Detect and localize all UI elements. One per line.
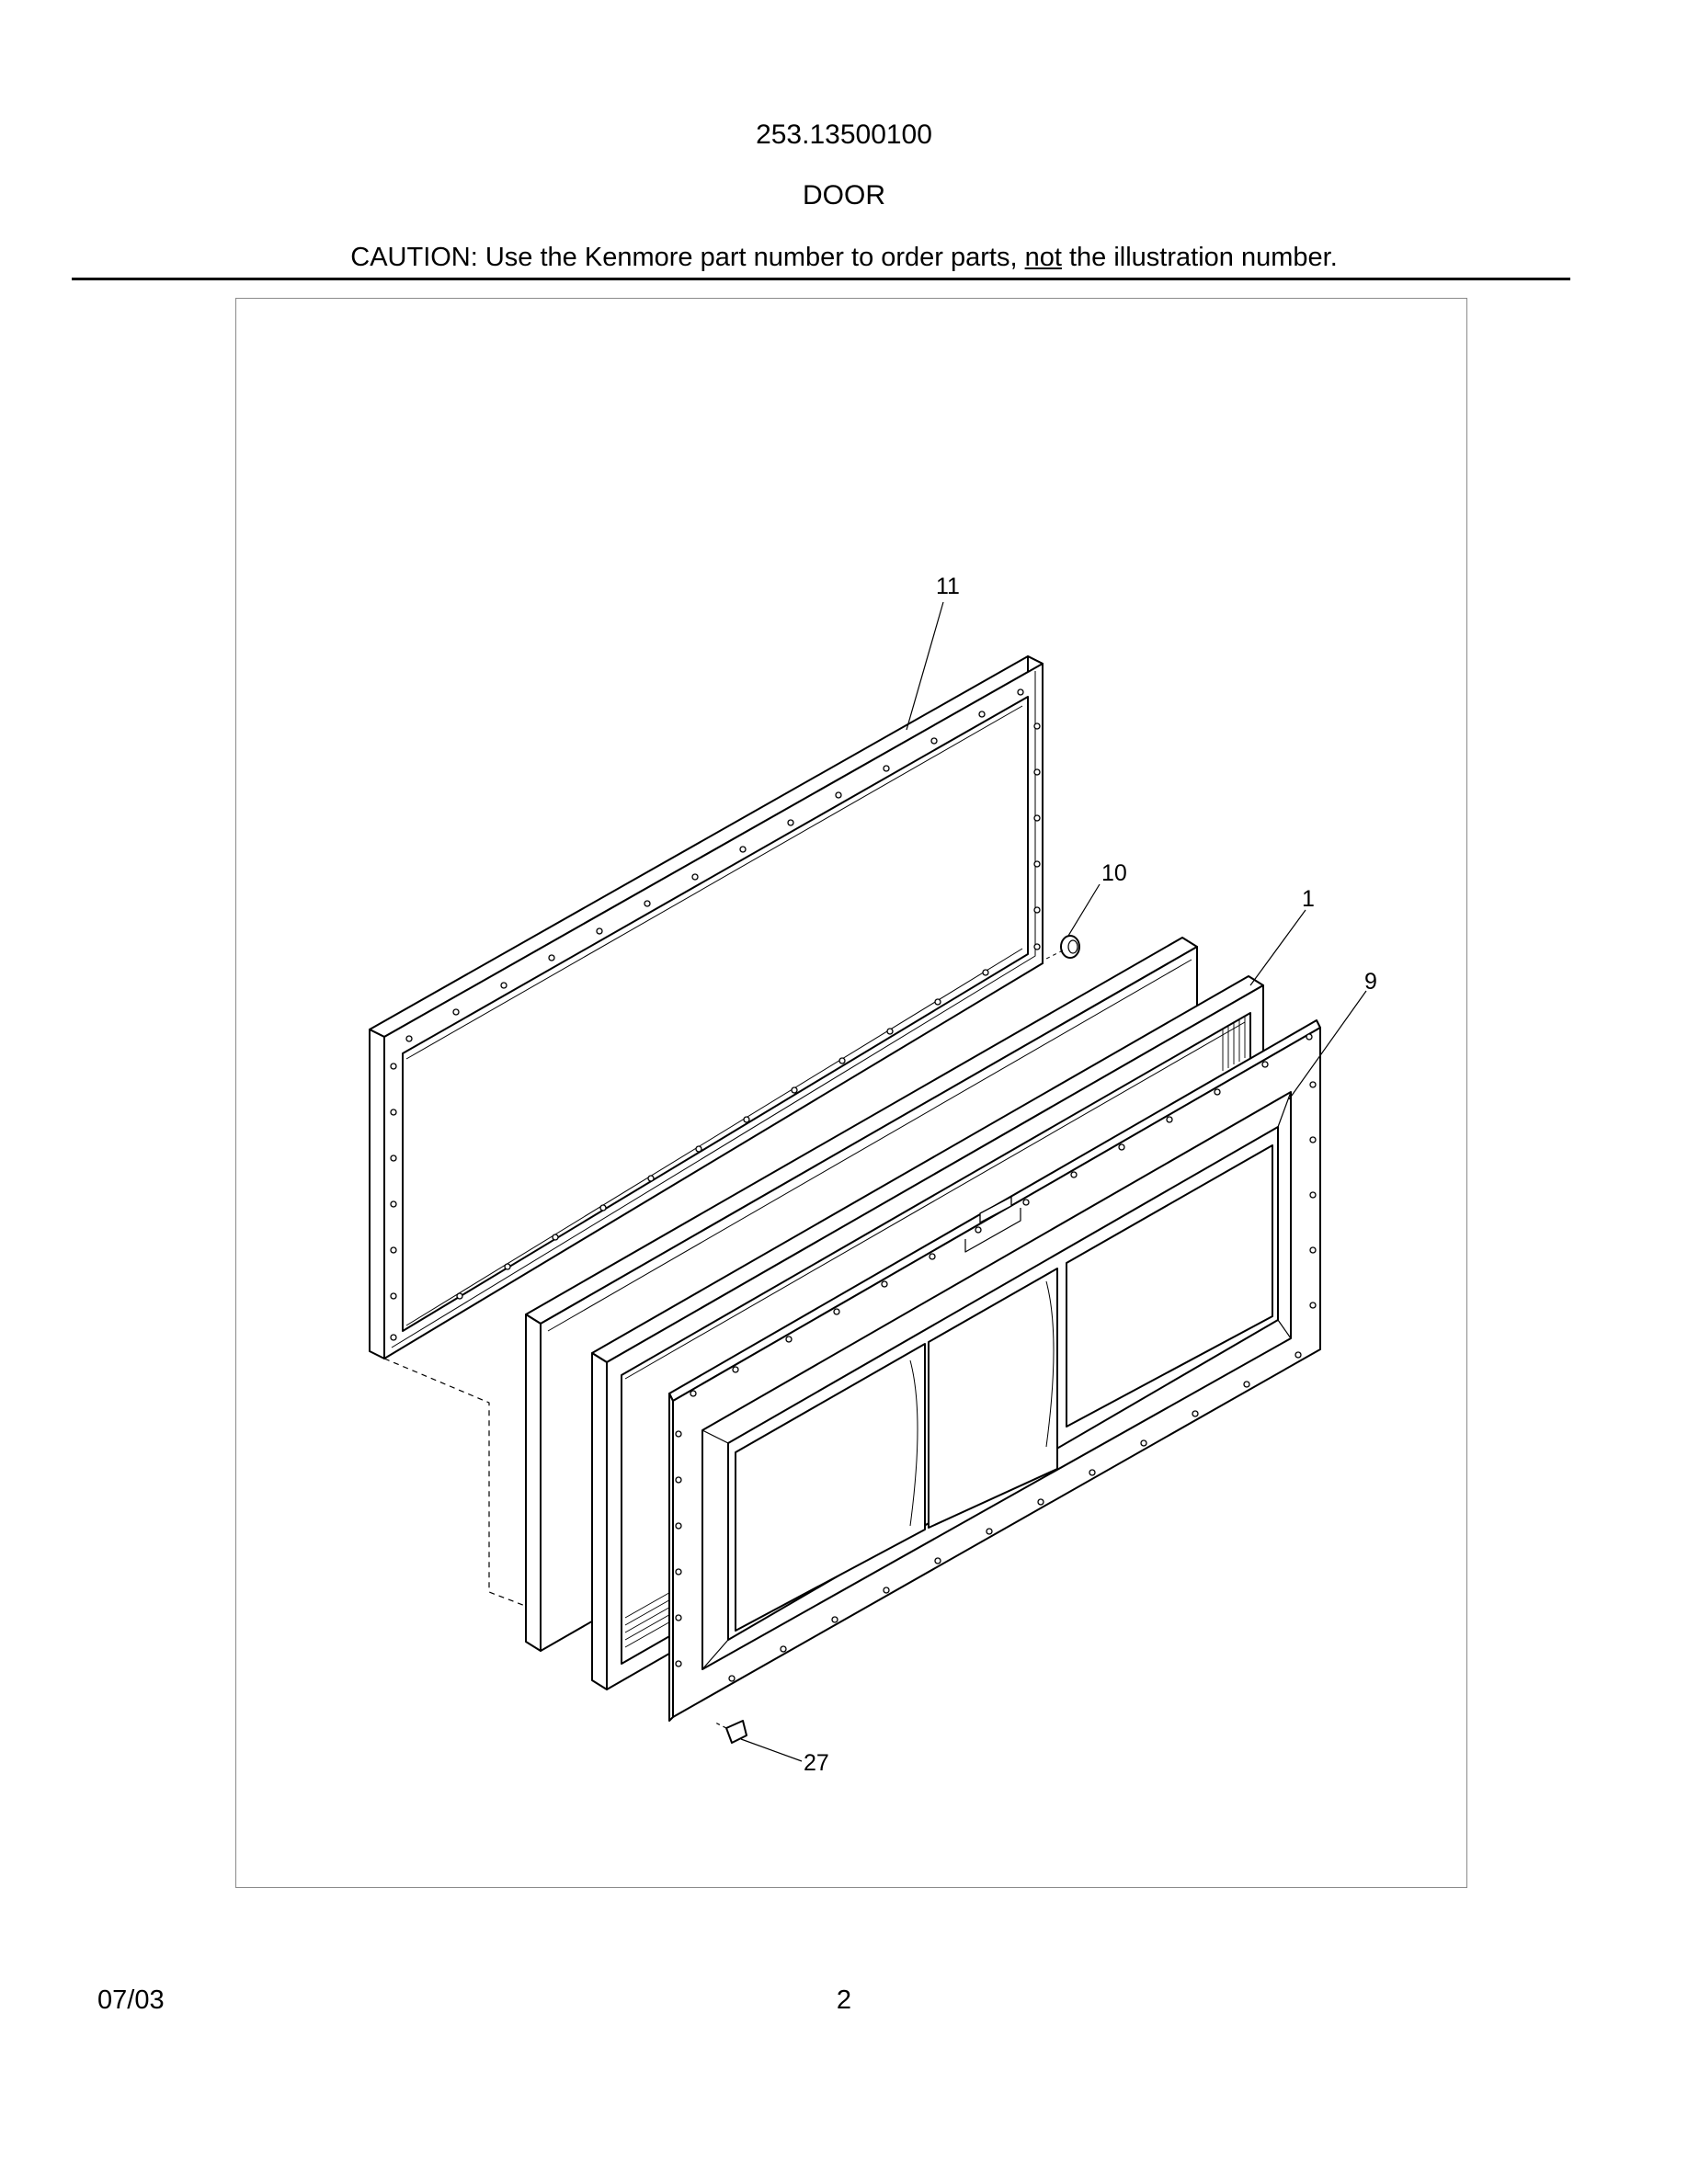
caution-text-end: the illustration number. [1061, 243, 1338, 272]
callout-27: 27 [804, 1750, 829, 1776]
header-rule [72, 278, 1570, 280]
push-pin-part [714, 1720, 747, 1744]
callout-10: 10 [1101, 860, 1127, 886]
caution-emphasis: not [1024, 243, 1062, 272]
alignment-line [383, 1358, 553, 1617]
page-number: 2 [836, 1985, 852, 2015]
gasket-frame-part [369, 655, 1044, 1359]
section-title: DOOR [803, 180, 885, 210]
callout-1: 1 [1302, 886, 1315, 912]
diagram-frame [235, 298, 1467, 1888]
callout-11: 11 [936, 574, 960, 599]
model-number: 253.13500100 [756, 119, 932, 150]
leader-lines [740, 601, 1367, 1762]
revision-date: 07/03 [97, 1985, 165, 2015]
plug-part [1044, 935, 1080, 961]
caution-note: CAUTION: Use the Kenmore part number to … [0, 243, 1688, 273]
callout-9: 9 [1364, 969, 1377, 995]
caution-text: CAUTION: Use the Kenmore part number to … [350, 243, 1025, 272]
outer-door-panel-part [668, 1019, 1321, 1722]
